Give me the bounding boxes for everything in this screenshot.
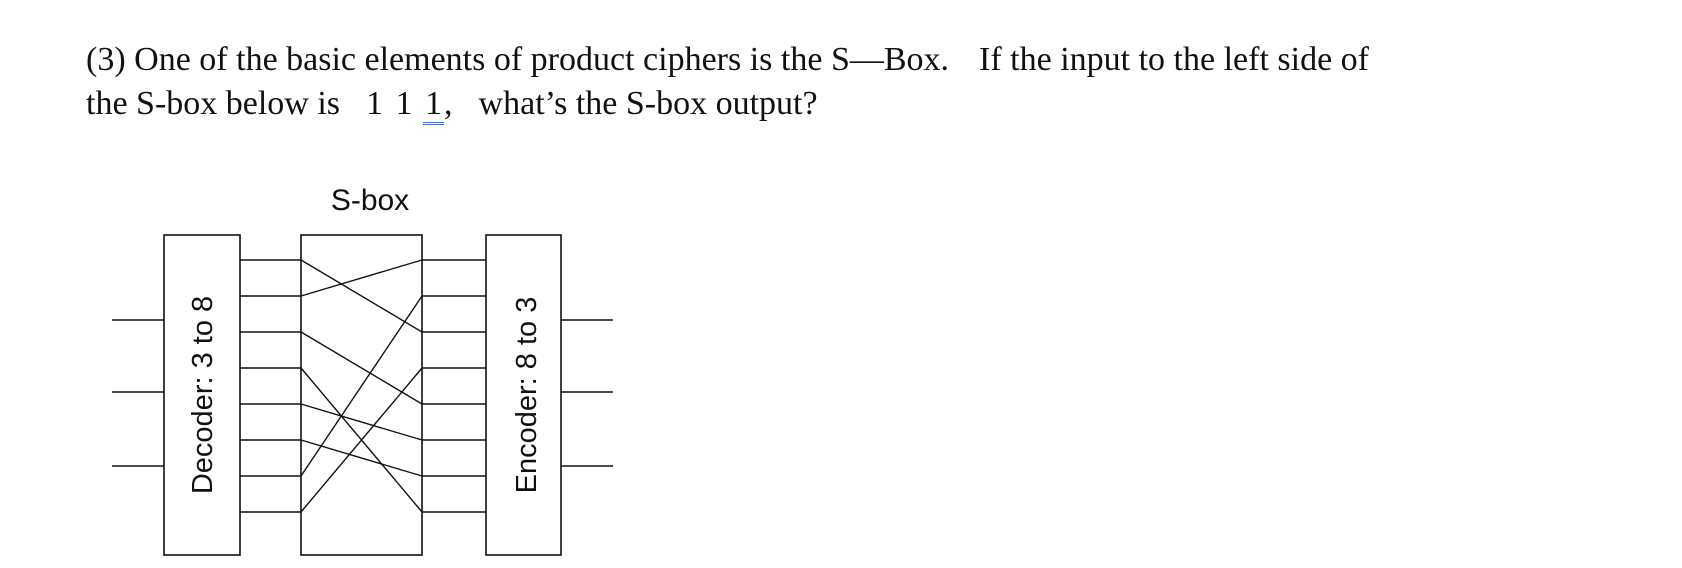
- question-line-2-part-a: the S-box below is: [86, 85, 341, 122]
- left-bus-lines: [240, 259, 301, 513]
- permutation-lines: [300, 259, 423, 513]
- input-comma: ,: [444, 85, 453, 122]
- question-line-1: (3) One of the basic elements of product…: [86, 38, 1666, 82]
- permutation-line: [300, 295, 423, 477]
- permutation-line: [300, 331, 423, 405]
- decoder-box: [163, 234, 241, 556]
- permutation-line: [300, 259, 423, 297]
- encoder-label: Encoder: 8 to 3: [511, 297, 543, 494]
- input-bits: 1 1: [366, 85, 415, 122]
- question-line-2: the S-box below is 1 1 1, what’s the S-box…: [86, 82, 1666, 126]
- sbox-title: S-box: [331, 184, 409, 217]
- output-lines: [561, 319, 613, 467]
- permutation-line: [300, 403, 423, 441]
- permutation-line: [300, 259, 423, 333]
- encoder-box: [485, 234, 562, 556]
- question-line-1-part-a: One of the basic elements of product cip…: [134, 41, 950, 78]
- question-number: (3): [86, 41, 126, 78]
- input-lines: [112, 319, 164, 467]
- question-text: (3) One of the basic elements of product…: [86, 38, 1666, 126]
- right-bus-lines: [422, 259, 486, 513]
- permutation-line: [300, 439, 423, 477]
- decoder-label: Decoder: 3 to 8: [187, 296, 219, 494]
- input-last-bit: 1: [423, 85, 445, 125]
- question-line-1-part-b: If the input to the left side of: [979, 41, 1369, 78]
- sbox-box: [300, 234, 423, 556]
- question-line-2-part-b: what’s the S-box output?: [478, 85, 818, 122]
- permutation-line: [300, 367, 423, 513]
